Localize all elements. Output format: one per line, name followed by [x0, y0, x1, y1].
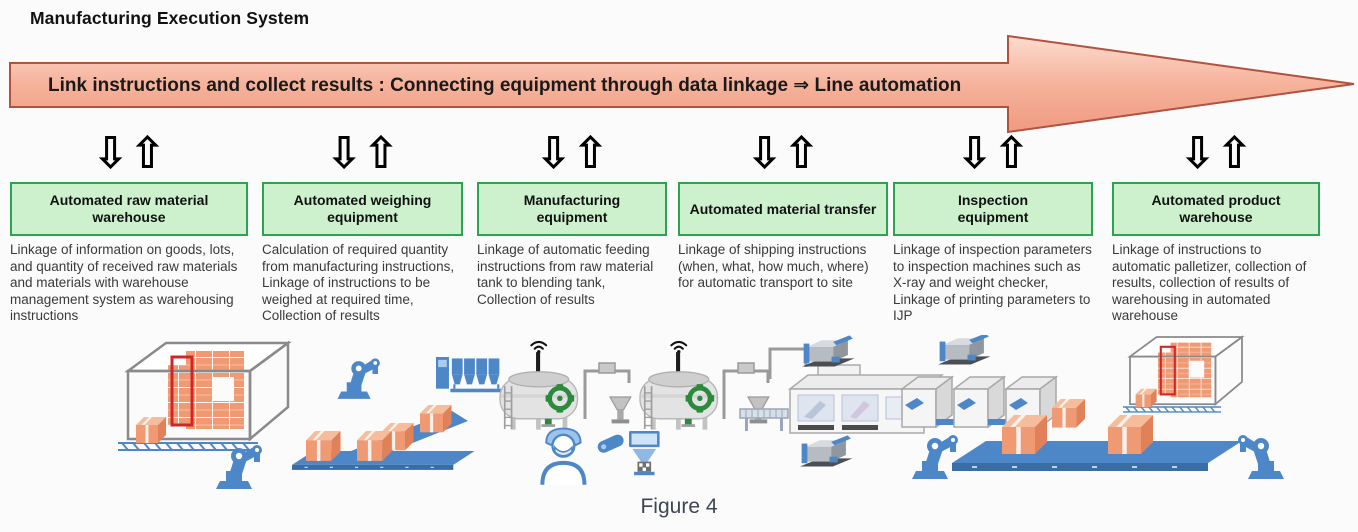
data-exchange-arrows: ⇩⇧: [10, 131, 248, 179]
down-arrow-icon: ⇩: [535, 128, 572, 179]
down-arrow-icon: ⇩: [325, 128, 363, 179]
up-arrow-icon: ⇧: [129, 128, 166, 179]
warehouse-icon: [118, 343, 288, 450]
figure-caption: Figure 4: [640, 495, 718, 518]
data-exchange-arrows: ⇩⇧: [262, 131, 463, 179]
crate-icon: [1002, 415, 1047, 454]
process-column-product-warehouse: ⇩⇧ Automated product warehouse Linkage o…: [1112, 131, 1320, 325]
robot-arm-icon: [337, 358, 380, 399]
robot-arm-icon: [912, 435, 958, 479]
process-column-material-transfer: ⇩⇧ Automated material transfer Linkage o…: [678, 131, 888, 292]
data-exchange-arrows: ⇩⇧: [678, 131, 888, 179]
crate-icon: [1052, 399, 1085, 428]
equipment-description: Linkage of inspection parameters to insp…: [893, 242, 1092, 323]
equipment-description: Linkage of instructions to automatic pal…: [1112, 242, 1307, 323]
down-arrow-icon: ⇩: [92, 128, 129, 179]
conveyor-link-icon: [936, 419, 958, 425]
process-column-manufacturing-equipment: ⇩⇧ Manufacturing equipment Linkage of au…: [477, 131, 667, 308]
equipment-title-box: Inspection equipment: [893, 182, 1093, 236]
equipment-description: Linkage of shipping instructions (when, …: [678, 242, 869, 290]
barcode-scanner-icon: [595, 431, 660, 476]
feed-funnel-icon: [609, 396, 632, 424]
data-exchange-arrows: ⇩⇧: [893, 131, 1093, 179]
raw-material-warehouse-illustration: [118, 343, 288, 489]
hopper-bank-icon: [436, 357, 503, 393]
process-column-inspection-equipment: ⇩⇧ Inspection equipment Linkage of inspe…: [893, 131, 1093, 325]
data-exchange-arrows: ⇩⇧: [477, 131, 667, 179]
up-arrow-icon: ⇧: [993, 128, 1030, 179]
down-arrow-icon: ⇩: [746, 128, 783, 179]
process-column-raw-material-warehouse: ⇩⇧ Automated raw material warehouse Link…: [10, 131, 248, 325]
blending-tank-icon: [500, 342, 578, 430]
process-banner-arrow: [9, 34, 1355, 134]
banner-label: Link instructions and collect results : …: [48, 74, 962, 96]
equipment-description: Linkage of automatic feeding instruction…: [477, 242, 654, 307]
down-arrow-icon: ⇩: [1179, 128, 1216, 179]
equipment-description: Linkage of information on goods, lots, a…: [10, 242, 238, 323]
factory-illustration-strip: [0, 335, 1284, 489]
operator-icon: [540, 426, 587, 487]
manufacturing-equipment-illustration: [500, 342, 770, 487]
equipment-title-box: Automated product warehouse: [1112, 182, 1320, 236]
equipment-title-box: Automated material transfer: [678, 182, 888, 236]
equipment-description: Calculation of required quantity from ma…: [262, 242, 455, 323]
agv-icon: [938, 335, 991, 365]
conveyor-link-icon: [988, 419, 1010, 425]
agv-icon: [802, 335, 855, 367]
up-arrow-icon: ⇧: [572, 128, 609, 179]
data-exchange-arrows: ⇩⇧: [1112, 131, 1320, 179]
robot-arm-icon: [216, 445, 262, 489]
up-arrow-icon: ⇧: [1216, 128, 1253, 179]
agv-icon: [800, 435, 853, 467]
palletizing-conveyor-icon: [952, 441, 1242, 471]
weighing-equipment-illustration: [292, 357, 503, 470]
crate-icon: [420, 405, 452, 433]
down-arrow-icon: ⇩: [956, 128, 993, 179]
crate-icon: [306, 431, 341, 461]
up-arrow-icon: ⇧: [783, 128, 820, 179]
equipment-title-box: Automated raw material warehouse: [10, 182, 248, 236]
inspection-equipment-illustration: [901, 335, 1085, 428]
up-arrow-icon: ⇧: [362, 128, 400, 179]
robot-arm-icon: [1238, 435, 1284, 479]
crate-icon: [357, 431, 392, 461]
page-title: Manufacturing Execution System: [30, 8, 310, 28]
process-column-weighing-equipment: ⇩⇧ Automated weighing equipment Calculat…: [262, 131, 463, 325]
warehouse-icon: [1123, 337, 1242, 412]
equipment-title-box: Manufacturing equipment: [477, 182, 667, 236]
equipment-title-box: Automated weighing equipment: [262, 182, 463, 236]
crate-icon: [1108, 415, 1153, 454]
right-arrow-shape: [9, 34, 1355, 134]
blending-tank-icon: [640, 342, 718, 430]
